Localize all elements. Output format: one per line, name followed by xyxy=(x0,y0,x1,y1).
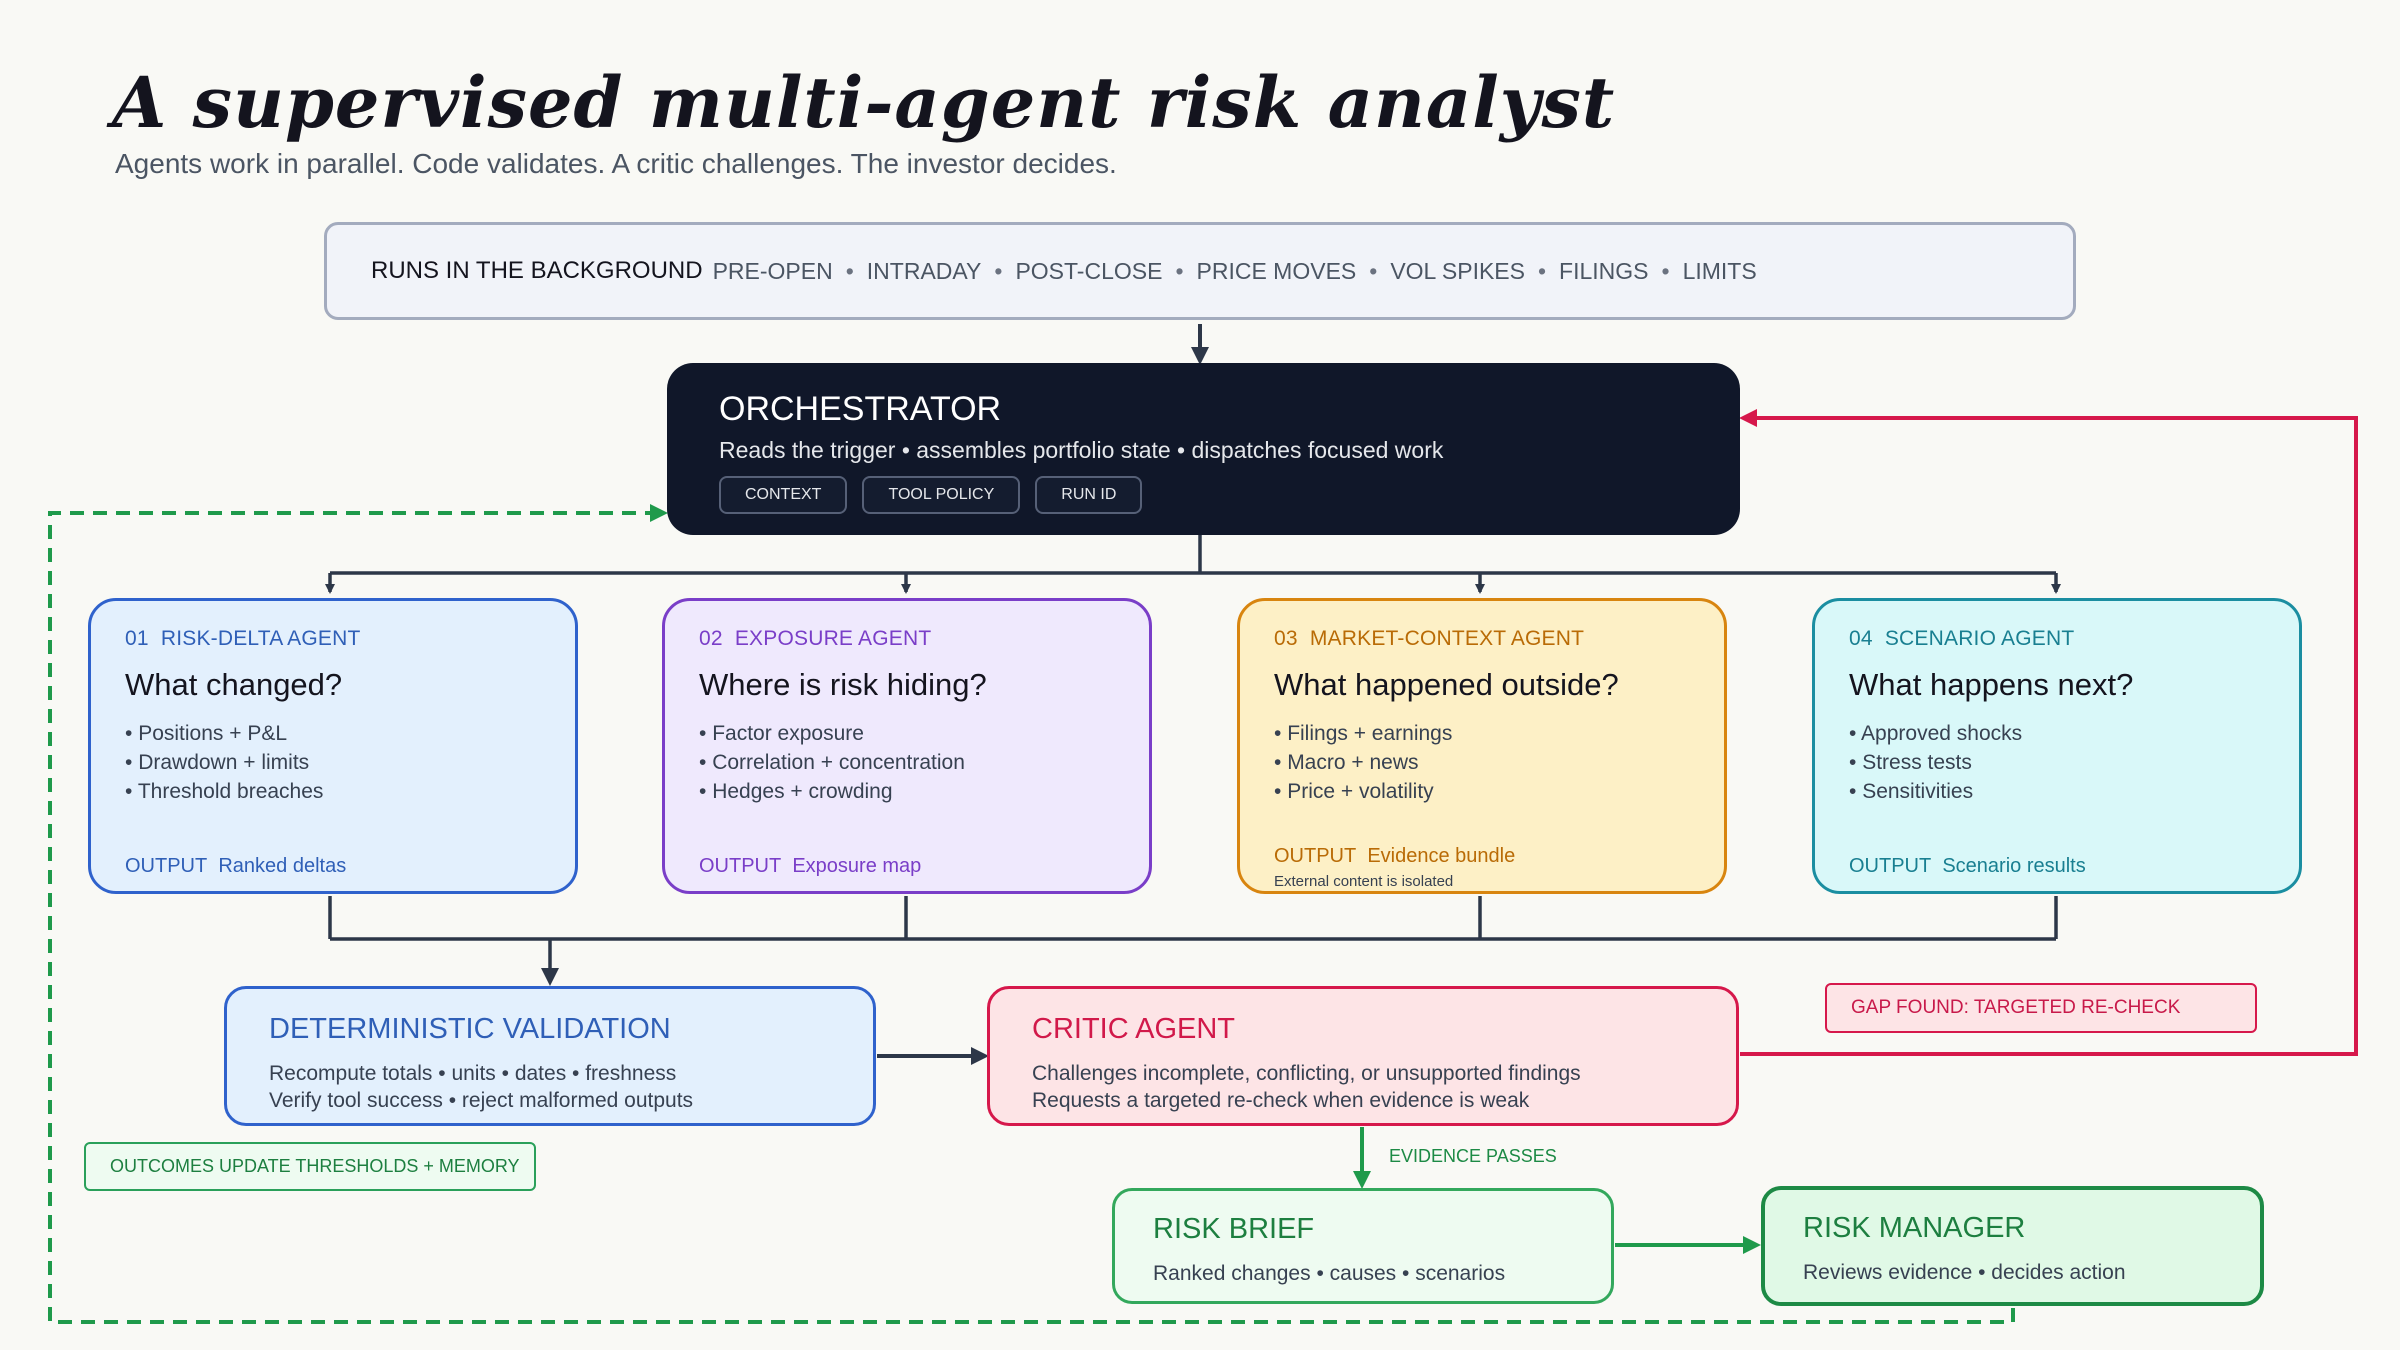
agent-bullet: • Threshold breaches xyxy=(125,780,324,803)
agent-bullets: • Approved shocks • Stress tests • Sensi… xyxy=(1849,719,2299,806)
critic-line: Requests a targeted re-check when eviden… xyxy=(1032,1089,1530,1112)
outcomes-label: OUTCOMES UPDATE THRESHOLDS + MEMORY xyxy=(84,1142,536,1191)
validation-line: Verify tool success • reject malformed o… xyxy=(269,1089,694,1112)
agent-name: EXPOSURE AGENT xyxy=(734,627,932,650)
trigger-event: LIMITS xyxy=(1682,257,1757,284)
trigger-lead: RUNS IN THE BACKGROUND xyxy=(371,257,703,284)
agent-bullets: • Filings + earnings • Macro + news • Pr… xyxy=(1274,719,1724,806)
agent-bullet: • Filings + earnings xyxy=(1274,722,1453,745)
diagram-title: A supervised multi-agent risk analyst xyxy=(112,61,1616,144)
agent-bullets: • Factor exposure • Correlation + concen… xyxy=(699,719,1149,806)
trigger-separator: • xyxy=(845,257,854,284)
critic-title: CRITIC AGENT xyxy=(1032,1013,1236,1045)
chip-context: CONTEXT xyxy=(719,476,848,514)
agent-bullet: • Factor exposure xyxy=(699,722,864,745)
agent-card-scenario: 04 SCENARIO AGENT What happens next? • A… xyxy=(1812,598,2302,894)
trigger-event: FILINGS xyxy=(1559,257,1649,284)
trigger-panel: RUNS IN THE BACKGROUND PRE-OPEN • INTRADA… xyxy=(324,222,2076,320)
agent-header: 03 MARKET-CONTEXT AGENT xyxy=(1274,627,1724,651)
risk-brief-node: RISK BRIEF Ranked changes • causes • sce… xyxy=(1112,1188,1614,1304)
agent-name: MARKET-CONTEXT AGENT xyxy=(1309,627,1585,650)
agent-bullet: • Stress tests xyxy=(1849,751,1972,774)
trigger-event: PRE-OPEN xyxy=(712,257,833,284)
trigger-event: POST-CLOSE xyxy=(1015,257,1163,284)
chip-tool-policy: TOOL POLICY xyxy=(862,476,1021,514)
trigger-separator: • xyxy=(1369,257,1378,284)
risk-manager-line: Reviews evidence • decides action xyxy=(1803,1261,2126,1284)
agent-bullet: • Price + volatility xyxy=(1274,780,1434,803)
validation-title: DETERMINISTIC VALIDATION xyxy=(269,1013,671,1045)
agent-question: What happens next? xyxy=(1849,667,2134,702)
orchestrator-subtitle: Reads the trigger • assembles portfolio … xyxy=(719,437,1444,463)
trigger-event: VOL SPIKES xyxy=(1390,257,1525,284)
agent-output: OUTPUT Scenario results xyxy=(1849,855,2086,877)
gap-found-label: GAP FOUND: TARGETED RE-CHECK xyxy=(1825,983,2257,1033)
agent-name: RISK-DELTA AGENT xyxy=(160,627,361,650)
agent-number: 02 xyxy=(699,627,723,650)
agent-question: What changed? xyxy=(125,667,343,702)
trigger-separator: • xyxy=(1537,257,1547,284)
agent-name: SCENARIO AGENT xyxy=(1884,627,2075,650)
dispatch-connector xyxy=(325,535,2061,594)
agent-question: What happened outside? xyxy=(1274,667,1619,702)
risk-brief-title: RISK BRIEF xyxy=(1153,1213,1315,1245)
agent-header: 04 SCENARIO AGENT xyxy=(1849,627,2299,651)
agent-number: 03 xyxy=(1274,627,1298,650)
trigger-separator: • xyxy=(994,257,1003,284)
critic-line: Challenges incomplete, conflicting, or u… xyxy=(1032,1062,1581,1085)
agent-bullet: • Approved shocks xyxy=(1849,722,2023,745)
agent-output: OUTPUT Ranked deltas xyxy=(125,855,347,877)
orchestrator-chips: CONTEXT TOOL POLICY RUN ID xyxy=(719,476,1740,514)
trigger-separator: • xyxy=(1175,257,1184,284)
trigger-event: INTRADAY xyxy=(866,257,982,284)
risk-brief-line: Ranked changes • causes • scenarios xyxy=(1153,1262,1506,1285)
agent-bullet: • Hedges + crowding xyxy=(699,780,893,803)
agent-card-risk-delta: 01 RISK-DELTA AGENT What changed? • Posi… xyxy=(88,598,578,894)
trigger-event: PRICE MOVES xyxy=(1196,257,1357,284)
agent-header: 01 RISK-DELTA AGENT xyxy=(125,627,575,651)
merge-connector xyxy=(328,896,2058,986)
agent-note: External content is isolated xyxy=(1274,873,1454,890)
agent-bullet: • Sensitivities xyxy=(1849,780,1974,803)
orchestrator-node: ORCHESTRATOR Reads the trigger • assembl… xyxy=(667,363,1740,535)
diagram-subtitle: Agents work in parallel. Code validates.… xyxy=(115,148,1117,179)
agent-bullet: • Drawdown + limits xyxy=(125,751,310,774)
agent-bullet: • Macro + news xyxy=(1274,751,1419,774)
agent-number: 01 xyxy=(125,627,149,650)
agent-output: OUTPUT Exposure map xyxy=(699,855,922,877)
agent-number: 04 xyxy=(1849,627,1873,650)
agent-bullet: • Correlation + concentration xyxy=(699,751,965,774)
orchestrator-title: ORCHESTRATOR xyxy=(719,390,1002,428)
trigger-separator: • xyxy=(1661,257,1670,284)
agent-card-market-context: 03 MARKET-CONTEXT AGENT What happened ou… xyxy=(1237,598,1727,894)
agent-question: Where is risk hiding? xyxy=(699,667,987,702)
agent-header: 02 EXPOSURE AGENT xyxy=(699,627,1149,651)
agent-card-exposure: 02 EXPOSURE AGENT Where is risk hiding? … xyxy=(662,598,1152,894)
chip-run-id: RUN ID xyxy=(1035,476,1143,514)
critic-node: CRITIC AGENT Challenges incomplete, conf… xyxy=(987,986,1739,1126)
risk-manager-node: RISK MANAGER Reviews evidence • decides … xyxy=(1761,1186,2264,1306)
risk-manager-title: RISK MANAGER xyxy=(1803,1212,2026,1244)
agent-bullet: • Positions + P&L xyxy=(125,722,288,745)
evidence-passes-label: EVIDENCE PASSES xyxy=(1389,1146,1557,1166)
agent-bullets: • Positions + P&L • Drawdown + limits • … xyxy=(125,719,575,806)
validation-node: DETERMINISTIC VALIDATION Recompute total… xyxy=(224,986,876,1126)
validation-line: Recompute totals • units • dates • fresh… xyxy=(269,1062,677,1085)
agent-output: OUTPUT Evidence bundle xyxy=(1274,845,1516,867)
